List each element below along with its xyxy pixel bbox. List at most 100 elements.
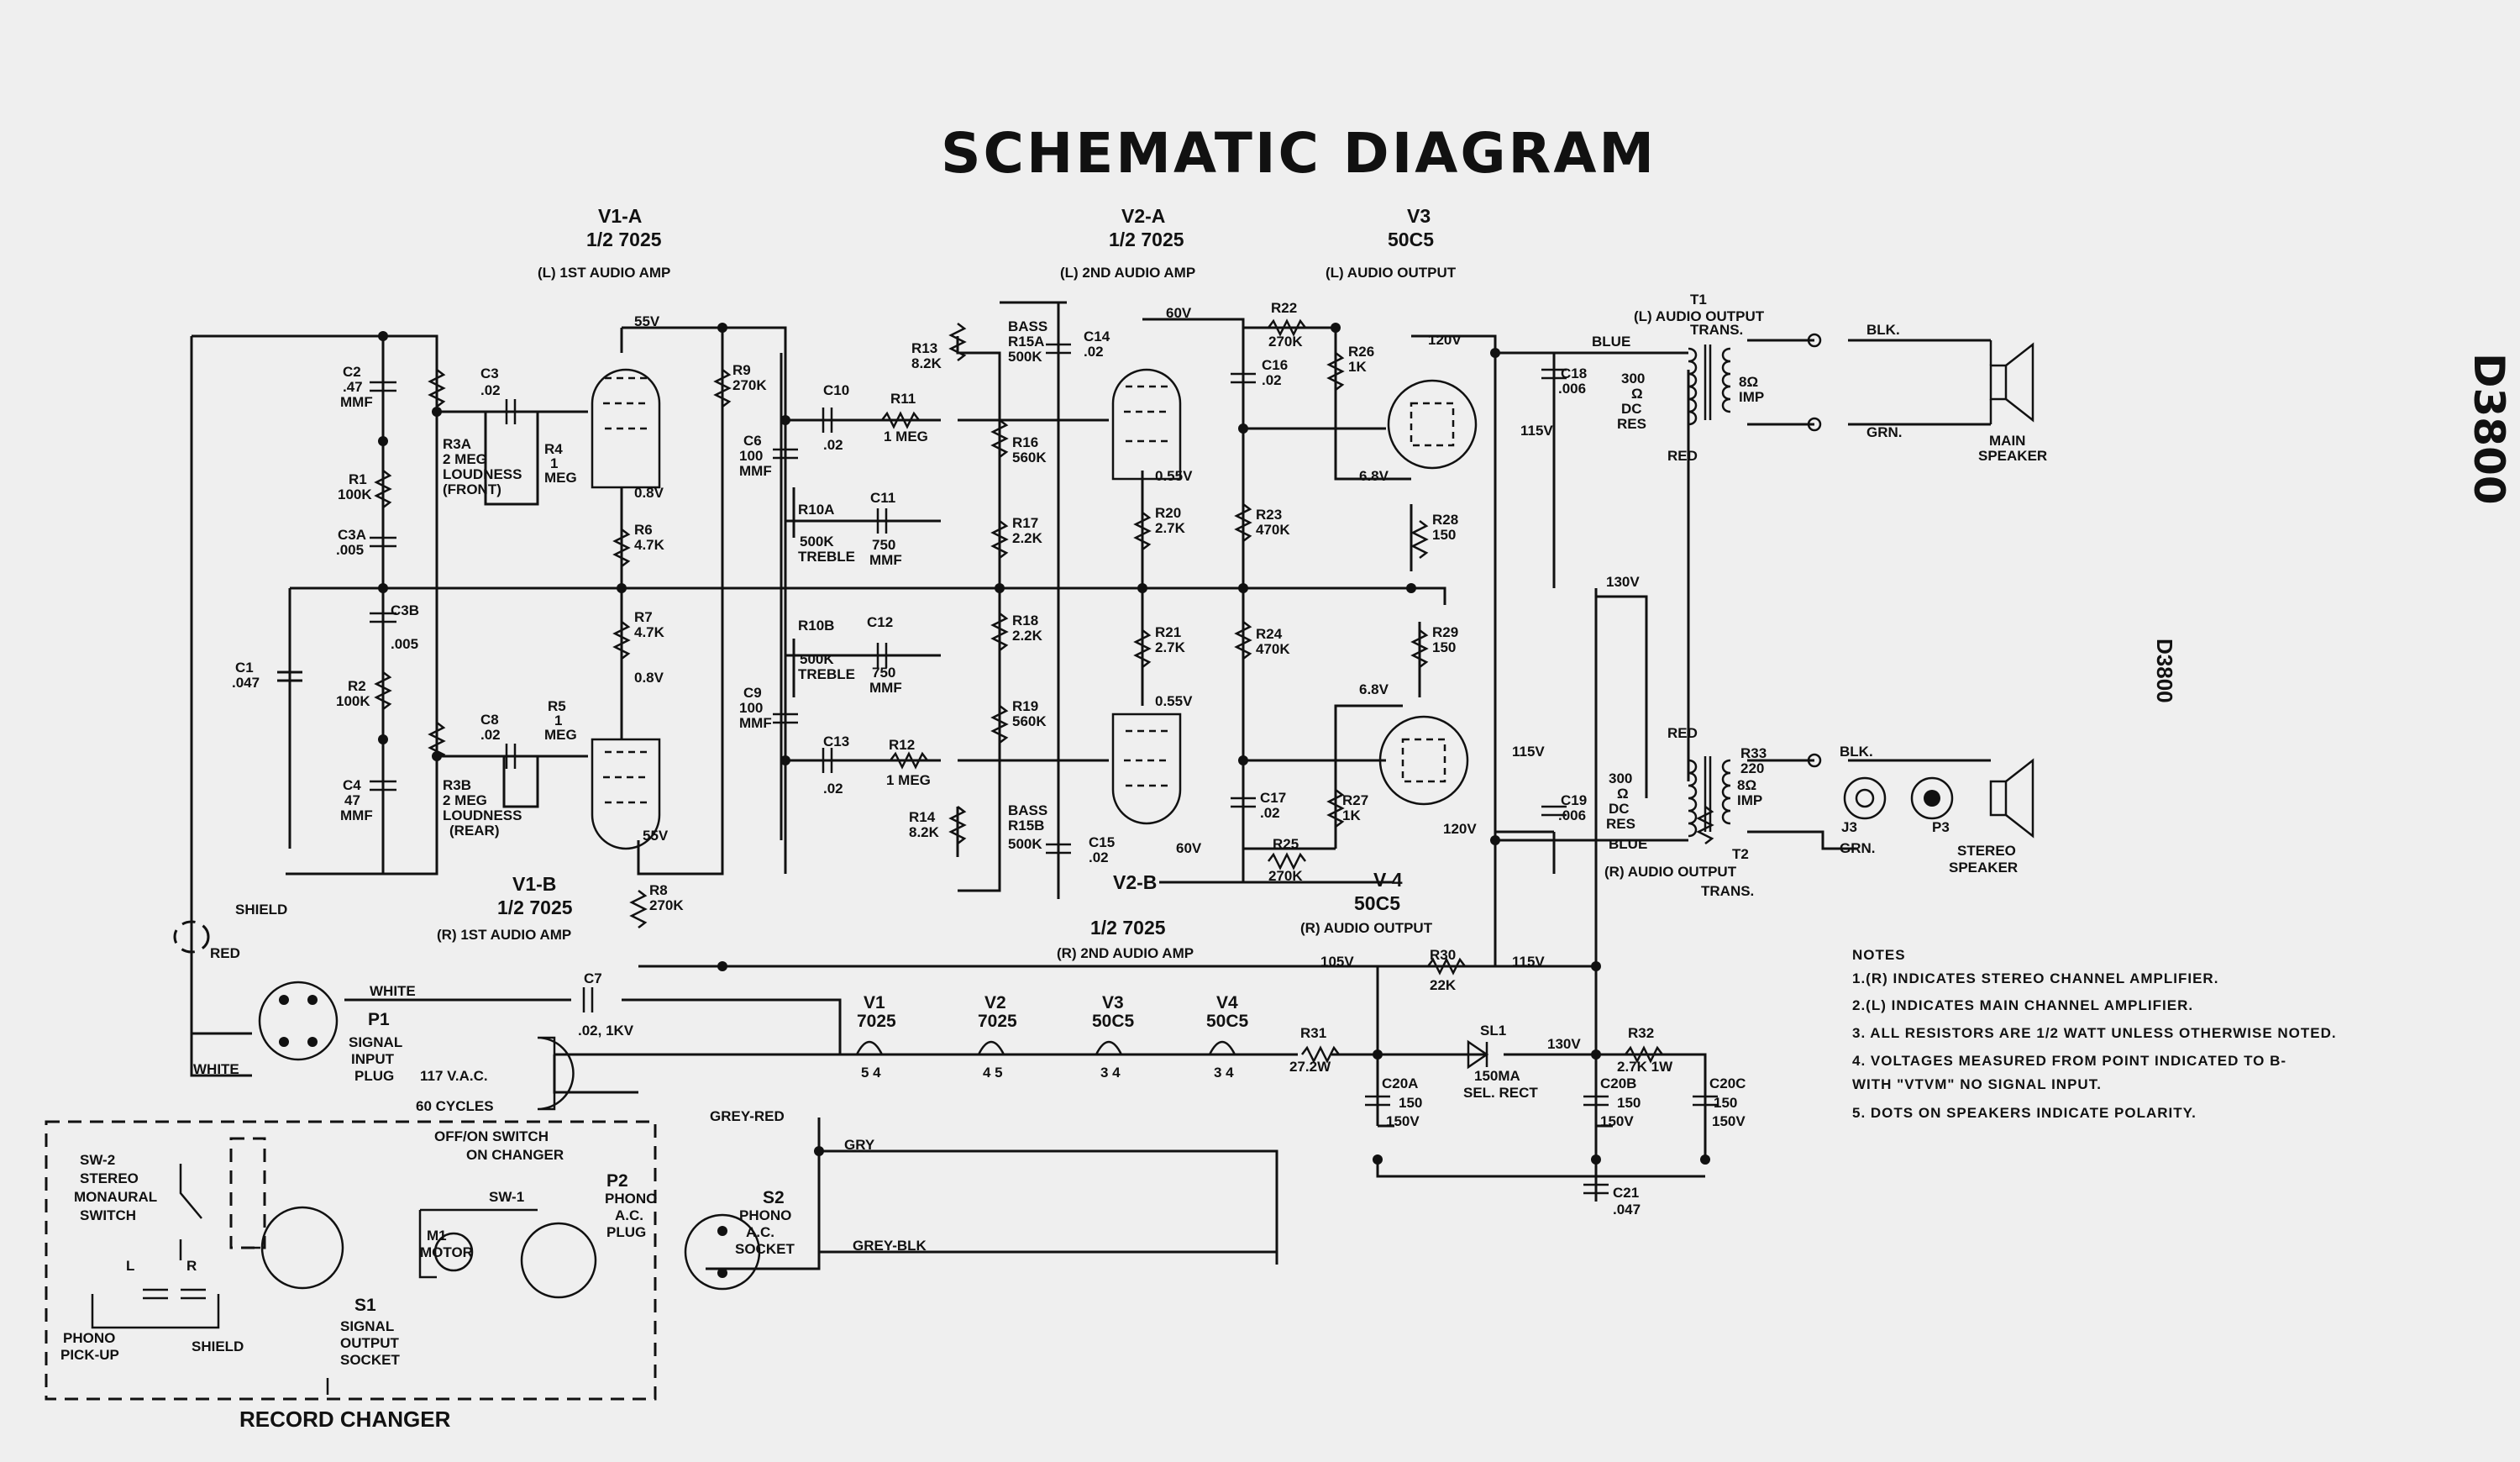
t1-pri-bot: RED [1667,448,1698,464]
label-c11-v: 750 [872,537,895,553]
label-c3a: C3A [338,527,366,543]
wire-grey-blk: GREY-BLK [853,1238,927,1254]
motor-name: M1 [427,1228,447,1244]
label-c10: C10 [823,382,849,398]
transformer-t1: T1 (L) AUDIO OUTPUT TRANS. 300 Ω DC RES … [1592,292,1765,464]
label-c12-u: MMF [869,680,902,696]
label-r3b-l: LOUDNESS [443,807,522,823]
label-c11: C11 [870,490,895,506]
label-r10a-v: 500K [800,534,834,550]
label-r30: R30 [1430,947,1456,963]
pickup-line-2: PICK-UP [60,1347,119,1363]
onoff-line-2: ON CHANGER [466,1147,564,1163]
p1-shield-label: SHIELD [235,902,287,918]
onoff-line-1: OFF/ON SWITCH [434,1128,549,1144]
main-speaker-w2: GRN. [1866,424,1903,440]
label-r13-v: 8.2K [911,355,942,371]
tube-v1b-role: (R) 1ST AUDIO AMP [437,927,571,943]
t1-desc-2: TRANS. [1690,322,1743,338]
notes-item-6: 5. DOTS ON SPEAKERS INDICATE POLARITY. [1852,1105,2197,1121]
label-sl1: SL1 [1480,1023,1506,1039]
rc-l: L [126,1258,134,1274]
label-r18: R18 [1012,613,1038,628]
label-c16: C16 [1262,357,1288,373]
tube-v1a-role: (L) 1ST AUDIO AMP [538,265,670,281]
label-c20a-w: 150V [1386,1113,1420,1129]
ac-plug: 117 V.A.C. 60 CYCLES [416,1036,575,1114]
heater-string: V1 7025 5 4 V2 7025 4 5 V3 50C5 3 4 V4 5… [855,993,1249,1081]
heater-v3-pins: 3 4 [1100,1065,1121,1081]
heater-v4-name: V4 [1216,993,1238,1012]
label-r25: R25 [1273,836,1299,852]
label-c3b: C3B [391,602,419,618]
label-r1: R1 [349,471,367,487]
label-r3a: R3A [443,436,471,452]
label-r24-v: 470K [1256,641,1290,657]
t1-res-1: 300 [1621,371,1645,387]
label-r8-v: 270K [649,897,684,913]
t2-desc-2: TRANS. [1701,883,1754,899]
label-r26: R26 [1348,344,1374,360]
label-c18-v: .006 [1558,381,1586,397]
tube-v4: V 4 50C5 (R) AUDIO OUTPUT [1300,715,1469,936]
phono-ac-socket-s2: S2 PHONO A.C. SOCKET GREY-RED GRY GREY-B… [684,1108,927,1291]
label-c1: C1 [235,660,254,676]
t1-res-3: DC [1621,401,1642,417]
t1-desc-1: (L) AUDIO OUTPUT [1634,308,1765,324]
p2-line-2: PHONO [605,1191,657,1207]
rc-shield: SHIELD [192,1338,244,1354]
sw2-name: SW-2 [80,1152,115,1168]
label-r14-v: 8.2K [909,824,940,840]
tube-v1a-name: V1-A [598,205,642,227]
label-r10b-v: 500K [800,651,834,667]
s2-line-4: SOCKET [735,1241,795,1257]
transformer-t2: T2 (R) AUDIO OUTPUT TRANS. 300 Ω DC RES … [1604,725,1762,899]
volt-b105: 105V [1320,954,1354,970]
label-r15a-2: R15A [1008,334,1044,350]
p2-name: P2 [606,1171,628,1191]
t2-res-2: Ω [1617,786,1629,802]
label-c20b-w: 150V [1600,1113,1634,1129]
p2-line-4: PLUG [606,1224,646,1240]
notes-item-5: WITH "VTVM" NO SIGNAL INPUT. [1852,1076,2102,1092]
label-c20c-w: 150V [1712,1113,1746,1129]
wire-gry: GRY [844,1137,875,1153]
label-r3b: R3B [443,777,471,793]
tube-v1b-name: V1-B [512,873,556,895]
side-code: D3800 [2465,353,2513,505]
sw2-line-4: SWITCH [80,1207,136,1223]
label-r6-v: 4.7K [634,537,665,553]
label-r3a-l: LOUDNESS [443,466,522,482]
label-r28: R28 [1432,512,1458,528]
rc-r: R [186,1258,197,1274]
label-c19: C19 [1561,792,1587,808]
main-speaker-w1: BLK. [1866,322,1900,338]
label-c4: C4 [343,777,361,793]
label-r2: R2 [348,678,366,694]
p1-line-2: SIGNAL [349,1034,402,1050]
t2-pri-bot: BLUE [1609,836,1647,852]
label-c12: C12 [867,614,893,630]
label-c20b: C20B [1600,1075,1636,1091]
label-r28-v: 150 [1432,527,1456,543]
label-c16-v: .02 [1262,372,1282,388]
heater-v4-pins: 3 4 [1214,1065,1234,1081]
label-r30-v: 22K [1430,977,1457,993]
label-r18-v: 2.2K [1012,628,1043,644]
t1-name: T1 [1690,292,1707,308]
label-c6: C6 [743,433,762,449]
label-c3: C3 [480,366,499,381]
label-r29-v: 150 [1432,639,1456,655]
label-r31-v: 27.2W [1289,1059,1331,1075]
label-r19-v: 560K [1012,713,1047,729]
volt-v2a-cath: 0.55V [1155,468,1193,484]
label-r24: R24 [1256,626,1283,642]
label-c21: C21 [1613,1185,1639,1201]
sw2-line-2: STEREO [80,1170,139,1186]
label-c2: C2 [343,364,361,380]
main-speaker: BLK. GRN. MAIN SPEAKER [1807,322,2047,464]
label-c15-v: .02 [1089,849,1109,865]
heater-v1-type: 7025 [857,1012,896,1031]
tube-v3-role: (L) AUDIO OUTPUT [1326,265,1457,281]
label-r26-v: 1K [1348,359,1367,375]
